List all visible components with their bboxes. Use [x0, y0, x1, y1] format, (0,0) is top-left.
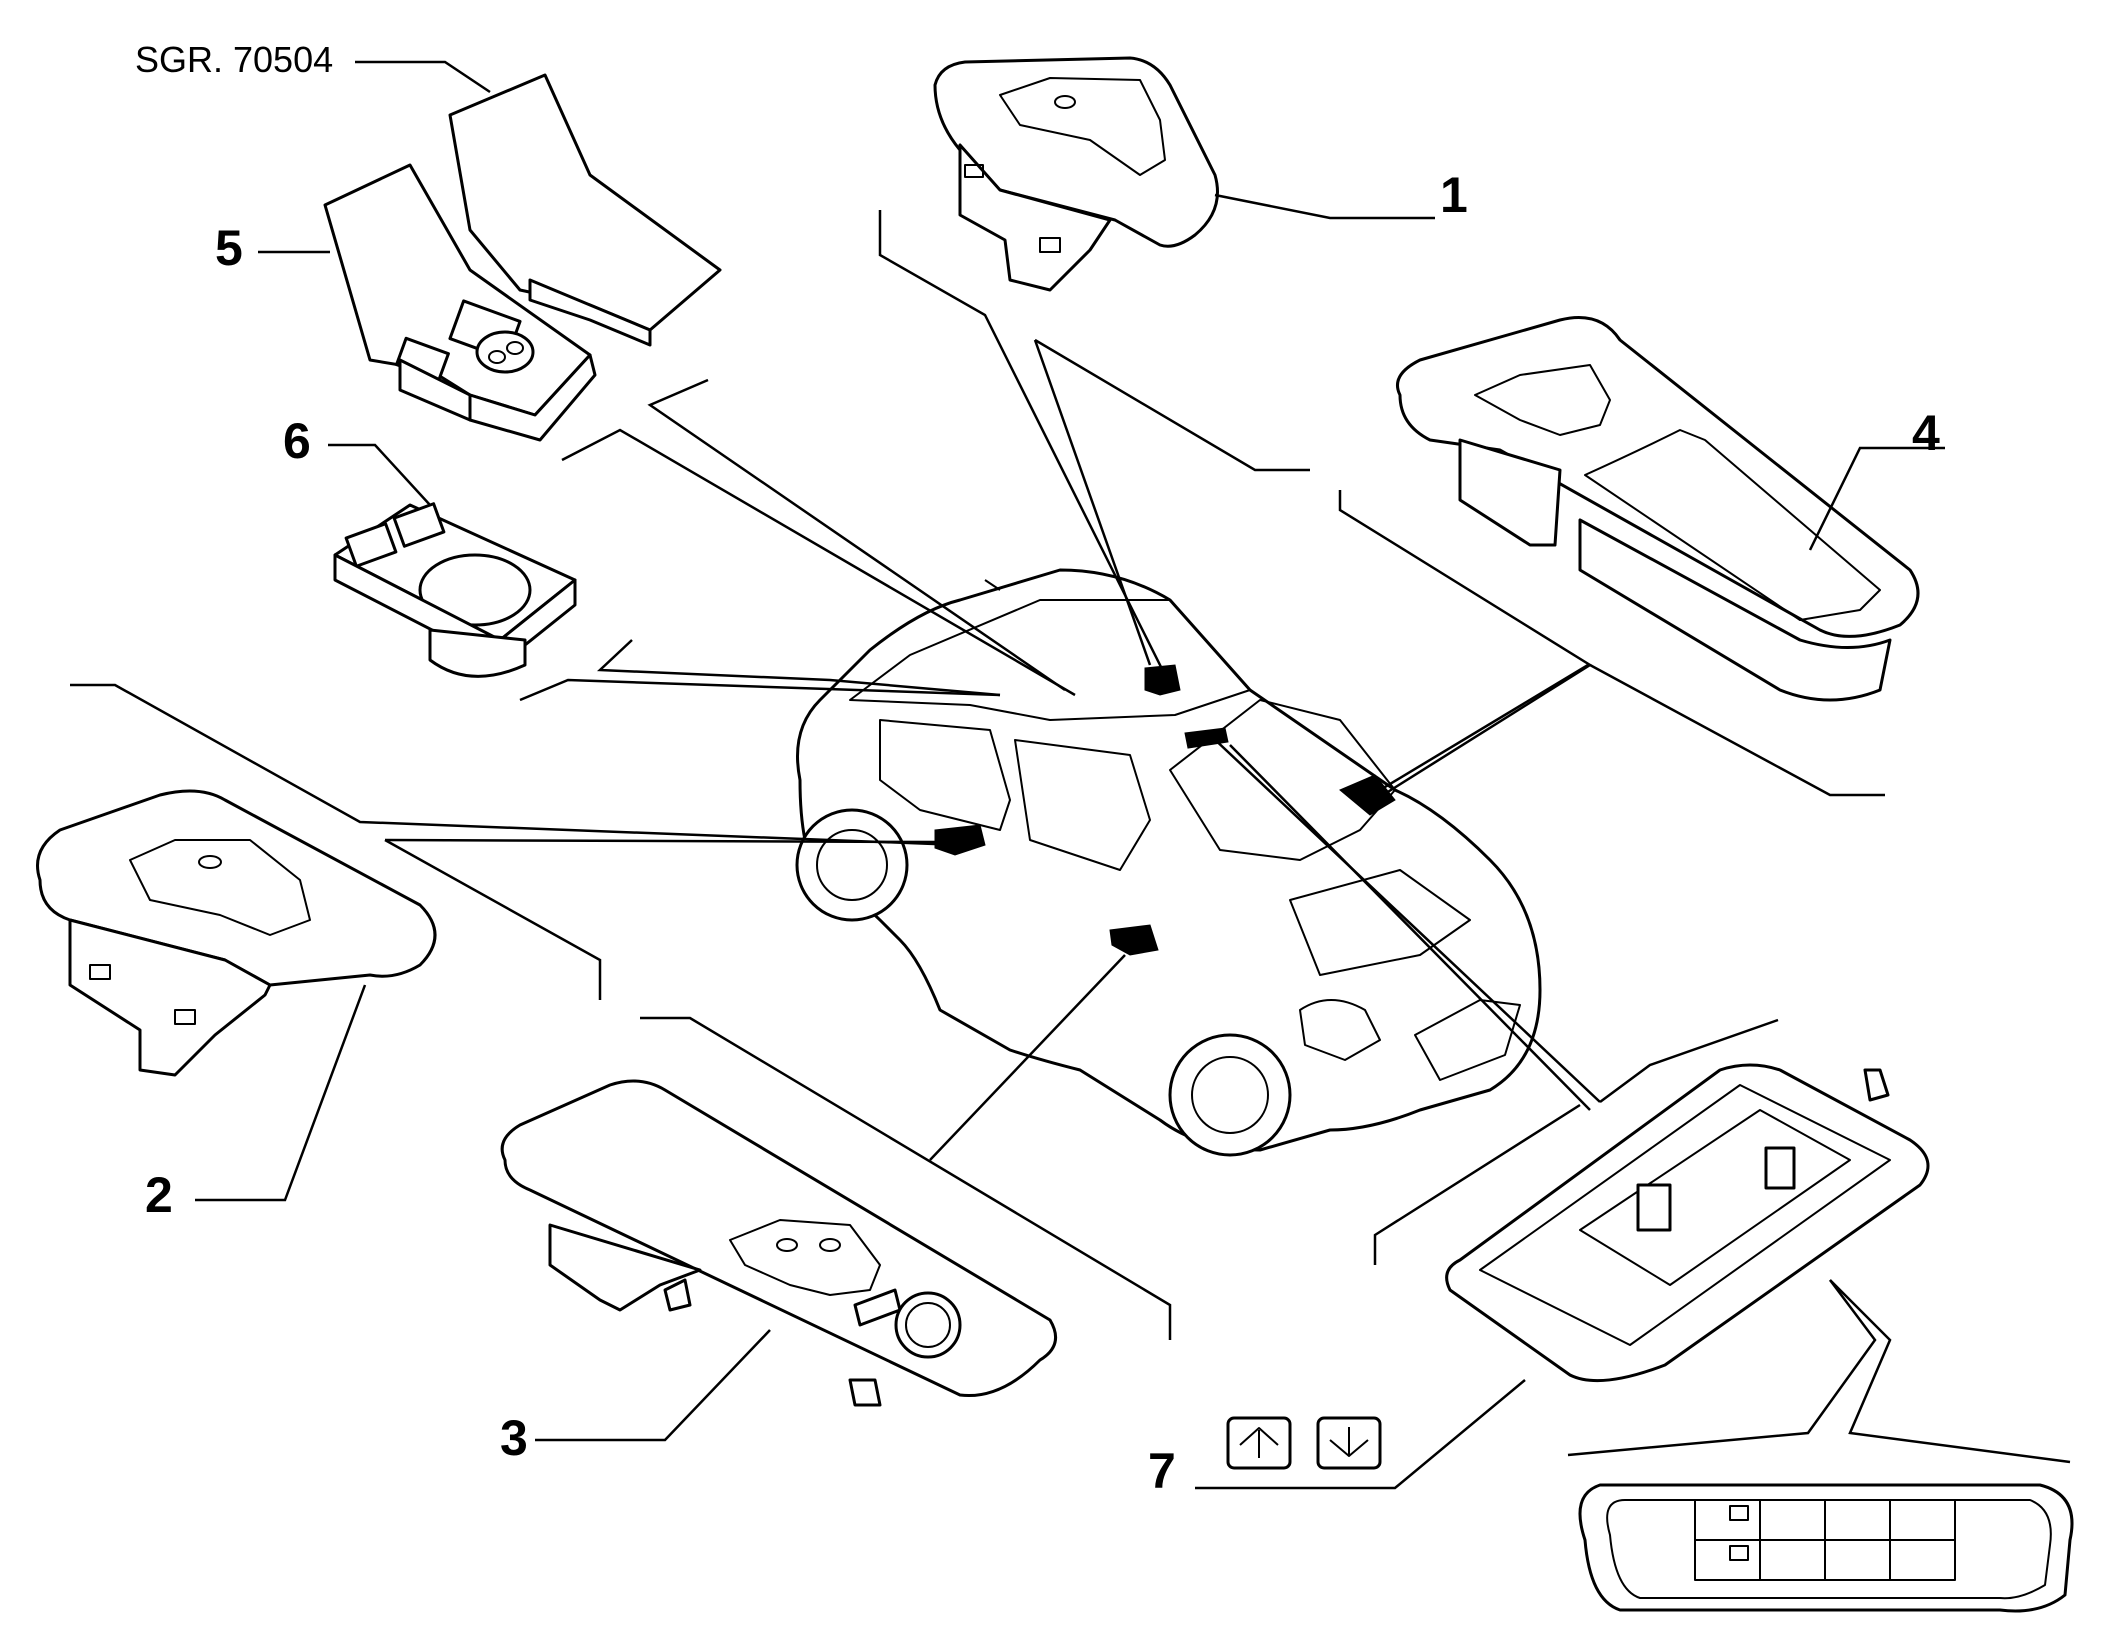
switch-panel-cover-icon — [323, 163, 597, 442]
part-5-label: 5 — [215, 220, 243, 276]
leader-part7-car — [1373, 1103, 1581, 1265]
part-2-leader — [195, 984, 367, 1202]
leader-part5-mark — [561, 428, 1076, 697]
switch-panel-cover-second-icon — [448, 73, 722, 347]
leader-part1-upper — [1034, 338, 1310, 472]
reference-code-label: SGR. 70504 — [135, 39, 333, 80]
leader-part4-car — [1338, 490, 1593, 802]
leader-part2-lower — [384, 838, 602, 1000]
passenger-window-switch-tray-icon — [1396, 316, 1920, 702]
part-7-label: 7 — [1148, 1443, 1176, 1499]
sunroof-open-icon — [1226, 1416, 1292, 1470]
reference-code-leader — [355, 60, 491, 94]
leader-part7-upper — [1599, 1018, 1779, 1104]
leader-part3-car — [929, 954, 1126, 1161]
leader-part6-mark — [519, 678, 1001, 702]
part-6-leader — [328, 443, 431, 506]
part-7-leader — [1195, 1379, 1526, 1490]
sunroof-control-panel-icon — [1445, 1063, 1930, 1383]
part-7-detail-leader-right — [1829, 1279, 2071, 1464]
leader-part1-mark — [1033, 339, 1152, 666]
leader-part4-right — [1589, 663, 1885, 797]
part-1-leader — [1214, 193, 1435, 220]
sunroof-button-strip-icon — [1578, 1483, 2074, 1613]
leader-part1-car — [878, 210, 1172, 686]
leader-part3-lower — [640, 1016, 1172, 1340]
part-6-label: 6 — [283, 413, 311, 469]
leader-part5-car — [647, 378, 1066, 692]
part-1-label: 1 — [1440, 167, 1468, 223]
seat-switch-block-icon — [333, 502, 577, 678]
leader-part4-mark — [1379, 663, 1589, 792]
leader-part2-mark — [384, 838, 941, 844]
leader-part6-car — [596, 639, 1001, 697]
leader-part7-mark-b — [1229, 744, 1591, 1111]
part-4-leader — [1808, 446, 1945, 551]
leader-part7-mark-a — [1209, 734, 1601, 1103]
part-4-label: 4 — [1912, 405, 1940, 461]
part-7-detail-leader-left — [1567, 1279, 1877, 1457]
rear-window-switch-left-icon — [36, 789, 437, 1077]
hatchback-car-icon — [795, 568, 1542, 1157]
part-2-label: 2 — [145, 1167, 173, 1223]
part-3-leader — [535, 1329, 771, 1442]
rear-window-switch-icon — [933, 56, 1219, 292]
part-3-label: 3 — [500, 1410, 528, 1466]
driver-window-switch-panel-icon — [500, 1079, 1058, 1407]
leader-part2-car — [70, 683, 961, 847]
sunroof-close-icon — [1316, 1416, 1382, 1470]
